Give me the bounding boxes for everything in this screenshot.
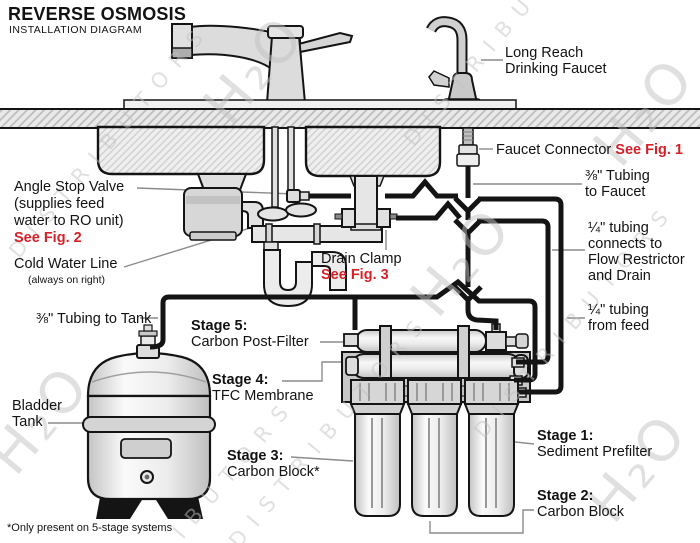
label-stage2: Stage 2: Carbon Block bbox=[537, 488, 624, 520]
label-faucet-connector: Faucet Connector See Fig. 1 bbox=[496, 142, 683, 158]
stage-body: TFC Membrane bbox=[212, 388, 314, 404]
faucet-connector bbox=[456, 127, 480, 167]
stage-body: Sediment Prefilter bbox=[537, 444, 653, 460]
label-line: (supplies feed bbox=[14, 196, 105, 212]
label-drain-clamp: Drain Clamp See Fig. 3 bbox=[321, 251, 402, 283]
stage-body: Carbon Block bbox=[537, 504, 625, 520]
label-line: (always on right) bbox=[28, 274, 106, 286]
drinking-faucet bbox=[426, 16, 481, 106]
tubing bbox=[149, 166, 564, 395]
label-tubing-to-drain: ¼" tubing connects to Flow Restrictor an… bbox=[588, 220, 685, 284]
label-line: ¼" tubing bbox=[588, 302, 649, 318]
label-line: Angle Stop Valve bbox=[14, 179, 125, 195]
feed-tubing bbox=[309, 178, 564, 395]
label-tubing-to-tank: ⅜" Tubing to Tank bbox=[36, 311, 152, 327]
label-line: Cold Water Line bbox=[14, 256, 118, 272]
label-line: Drinking Faucet bbox=[505, 61, 607, 77]
faucet-tubing bbox=[453, 166, 499, 330]
footnote: *Only present on 5-stage systems bbox=[7, 522, 173, 534]
stage1-filter bbox=[468, 413, 515, 517]
label-angle-stop-valve: Angle Stop Valve (supplies feed water to… bbox=[14, 179, 124, 247]
drain-tubing bbox=[396, 200, 551, 365]
label-tubing-from-feed: ¼" tubing from feed bbox=[588, 302, 649, 334]
label-stage4: Stage 4: TFC Membrane bbox=[212, 372, 314, 404]
label-stage5: Stage 5: Carbon Post-Filter bbox=[191, 318, 309, 350]
label-bladder-tank: Bladder Tank bbox=[12, 398, 62, 430]
label-line: ¼" tubing bbox=[588, 220, 649, 236]
tank-tubing bbox=[149, 278, 538, 383]
label-line: and Drain bbox=[588, 268, 651, 284]
label-stage1: Stage 1: Sediment Prefilter bbox=[537, 428, 652, 460]
label-line: ⅜" Tubing bbox=[585, 168, 650, 184]
label-line: to Faucet bbox=[585, 184, 646, 200]
stage-heading: Stage 3: bbox=[227, 448, 284, 464]
label-line: Flow Restrictor bbox=[588, 252, 685, 268]
stage-heading: Stage 2: bbox=[537, 488, 594, 504]
drain-clamp bbox=[334, 208, 398, 228]
supply-valves bbox=[257, 126, 317, 222]
ro-unit bbox=[341, 323, 531, 517]
kitchen-faucet bbox=[171, 23, 354, 104]
label-line: water to RO unit) bbox=[14, 213, 124, 229]
filter-caps bbox=[350, 379, 519, 405]
label-text: Faucet Connector bbox=[496, 142, 612, 158]
label-line: Drain Clamp bbox=[321, 251, 402, 267]
see-fig-2: See Fig. 2 bbox=[14, 230, 82, 246]
label-stage3: Stage 3: Carbon Block* bbox=[227, 448, 320, 480]
stage-heading: Stage 5: bbox=[191, 318, 248, 334]
page-title: REVERSE OSMOSIS bbox=[8, 4, 187, 24]
page-subtitle: INSTALLATION DIAGRAM bbox=[9, 24, 143, 36]
drain-plumbing bbox=[251, 175, 386, 308]
stage-body: Carbon Post-Filter bbox=[191, 334, 309, 350]
label-line: Long Reach bbox=[505, 45, 584, 61]
stage2-filter bbox=[411, 413, 458, 517]
stage3-filter bbox=[354, 413, 401, 517]
angle-stop-valve bbox=[286, 189, 301, 203]
label-cold-water-line: Cold Water Line (always on right) bbox=[14, 256, 117, 288]
stage-heading: Stage 4: bbox=[212, 372, 269, 388]
label-line: Tank bbox=[12, 414, 43, 430]
filter-housings bbox=[349, 403, 520, 517]
label-line: Bladder bbox=[12, 398, 62, 414]
label-tubing-to-faucet: ⅜" Tubing to Faucet bbox=[585, 168, 650, 200]
stage-heading: Stage 1: bbox=[537, 428, 594, 444]
label-line: connects to bbox=[588, 236, 663, 252]
garbage-disposal bbox=[183, 173, 264, 241]
sink-basins bbox=[96, 125, 442, 178]
label-long-reach-drinking-faucet: Long Reach Drinking Faucet bbox=[505, 45, 607, 77]
see-fig-3: See Fig. 3 bbox=[321, 267, 389, 283]
bladder-tank bbox=[82, 324, 216, 519]
countertop bbox=[0, 99, 700, 129]
label-line: from feed bbox=[588, 318, 650, 334]
see-fig-1: See Fig. 1 bbox=[615, 142, 683, 158]
tfc-membrane bbox=[351, 353, 521, 379]
stage-body: Carbon Block* bbox=[227, 464, 320, 480]
